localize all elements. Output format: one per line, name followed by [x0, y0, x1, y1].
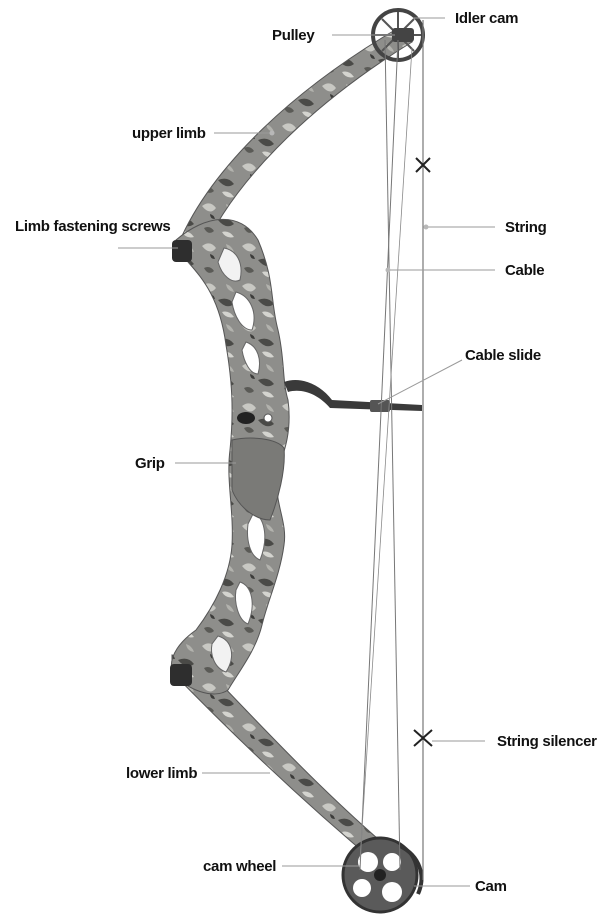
- label-cam: Cam: [475, 878, 507, 895]
- label-string-silencer: String silencer: [497, 733, 597, 750]
- label-upper-limb: upper limb: [132, 125, 206, 142]
- label-lower-limb: lower limb: [126, 765, 197, 782]
- label-limb-fastening-screws: Limb fastening screws: [15, 218, 170, 235]
- label-string: String: [505, 219, 547, 236]
- label-cam-wheel: cam wheel: [203, 858, 276, 875]
- label-grip: Grip: [135, 455, 165, 472]
- label-idler-cam: Idler cam: [455, 10, 518, 27]
- callout-labels: Idler cam Pulley upper limb Limb fasteni…: [15, 10, 597, 895]
- label-cable: Cable: [505, 262, 544, 279]
- leader-lines: [118, 18, 495, 886]
- bow-artwork: [170, 10, 432, 912]
- label-pulley: Pulley: [272, 27, 315, 44]
- label-cable-slide: Cable slide: [465, 347, 541, 364]
